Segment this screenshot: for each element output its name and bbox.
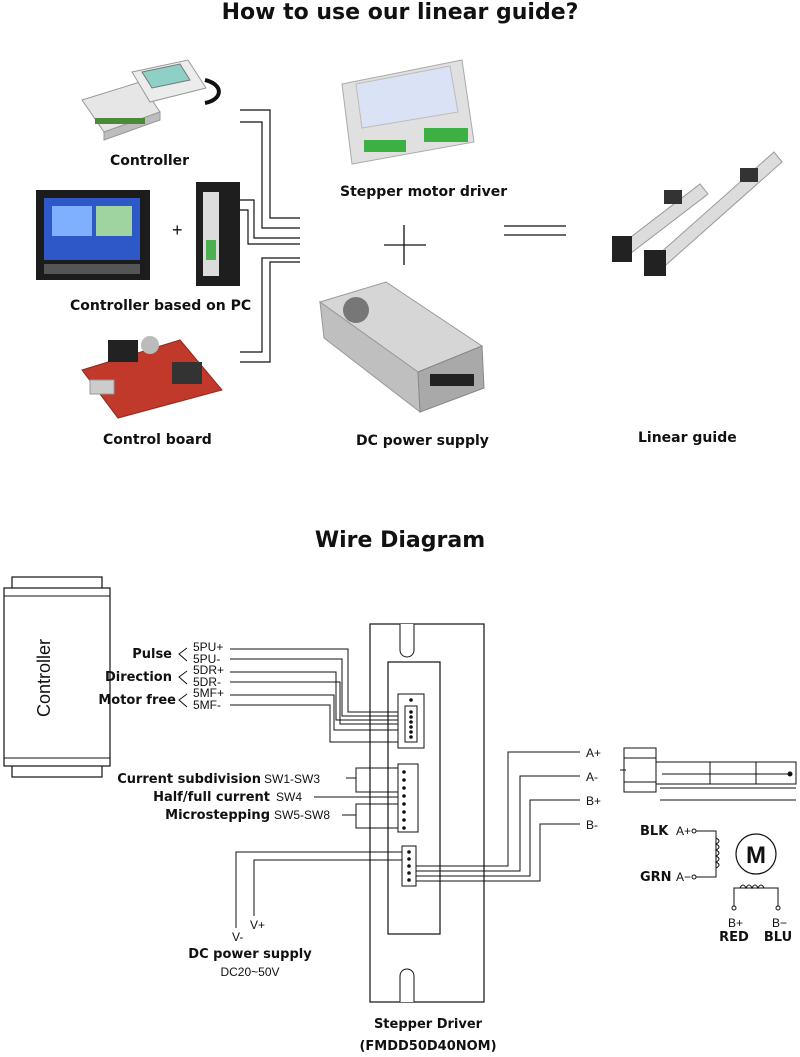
coil-a-plus: A+ — [676, 824, 691, 838]
pin-5pu-minus: 5PU- — [193, 652, 220, 666]
power-label: DC power supply — [188, 947, 312, 962]
pin-5mf-minus: 5MF- — [193, 698, 221, 712]
controller-box: Controller — [3, 576, 111, 778]
linear-guide-image — [612, 151, 783, 276]
signal-group: Pulse 5PU+ 5PU- Direction 5DR+ 5DR- Moto… — [98, 640, 224, 712]
switch-current-subdivision: Current subdivision — [117, 772, 261, 787]
caption-controller: Controller — [110, 153, 190, 169]
caption-guide: Linear guide — [638, 430, 737, 446]
output-a-plus: A+ — [586, 746, 601, 760]
stepper-driver-image — [341, 59, 475, 165]
output-b-minus: B- — [586, 818, 598, 832]
pin-5mf-plus: 5MF+ — [193, 686, 224, 700]
linear-guide-drawing — [620, 747, 797, 801]
signal-motor-free: Motor free — [98, 693, 176, 708]
power-range: DC20~50V — [220, 965, 279, 979]
power-v-minus: V- — [232, 930, 243, 944]
driver-model: (FMDD50D40NOM) — [359, 1039, 496, 1054]
switch-code-sw5-sw8: SW5-SW8 — [274, 808, 330, 822]
signal-pulse: Pulse — [132, 647, 172, 662]
coil-blk: BLK — [640, 824, 669, 839]
switch-microstepping: Microstepping — [165, 808, 270, 823]
wire-title: Wire Diagram — [314, 528, 486, 553]
control-board-image — [81, 336, 223, 419]
motor-wires — [416, 751, 580, 882]
output-b-plus: B+ — [586, 794, 601, 808]
plus-sign-small: + — [172, 220, 183, 240]
power-supply-image — [318, 281, 485, 414]
motor-symbol-circle — [735, 833, 777, 875]
signal-direction: Direction — [105, 670, 172, 685]
motor-symbol: M — [746, 842, 766, 869]
stepper-driver-box — [369, 623, 485, 1003]
coil-red: RED — [719, 930, 749, 945]
caption-power: DC power supply — [356, 433, 489, 449]
coil-blu: BLU — [764, 930, 792, 945]
coil-grn: GRN — [640, 870, 672, 885]
coil-b-minus: B− — [772, 916, 787, 930]
power-v-plus: V+ — [250, 918, 265, 932]
connection-lines — [240, 109, 300, 363]
power-wires — [235, 851, 402, 928]
signal-wires — [230, 648, 404, 743]
equals-sign — [504, 225, 566, 236]
coil-a-minus: A− — [676, 870, 691, 884]
controller-image — [81, 59, 221, 141]
caption-pc-controller: Controller based on PC — [70, 298, 252, 314]
caption-control-board: Control board — [103, 432, 212, 448]
output-a-minus: A- — [586, 770, 598, 784]
coil-diagram: BLK A+ GRN A− M B+ B− RED BLU — [640, 824, 792, 945]
switch-half-full-current: Half/full current — [153, 790, 270, 805]
pin-5pu-plus: 5PU+ — [193, 640, 223, 654]
caption-driver: Stepper motor driver — [340, 184, 508, 200]
switch-group: Current subdivision SW1-SW3 Half/full cu… — [117, 767, 398, 829]
coil-b-plus: B+ — [728, 916, 743, 930]
switch-code-sw4: SW4 — [276, 790, 302, 804]
pin-5dr-minus: 5DR- — [193, 675, 221, 689]
driver-label: Stepper Driver — [374, 1017, 483, 1032]
pin-5dr-plus: 5DR+ — [193, 663, 224, 677]
switch-code-sw1-sw3: SW1-SW3 — [264, 772, 320, 786]
top-title: How to use our linear guide? — [221, 0, 579, 25]
pc-controller-image: + — [36, 182, 240, 286]
plus-sign-large — [384, 225, 426, 265]
controller-label: Controller — [34, 639, 54, 717]
